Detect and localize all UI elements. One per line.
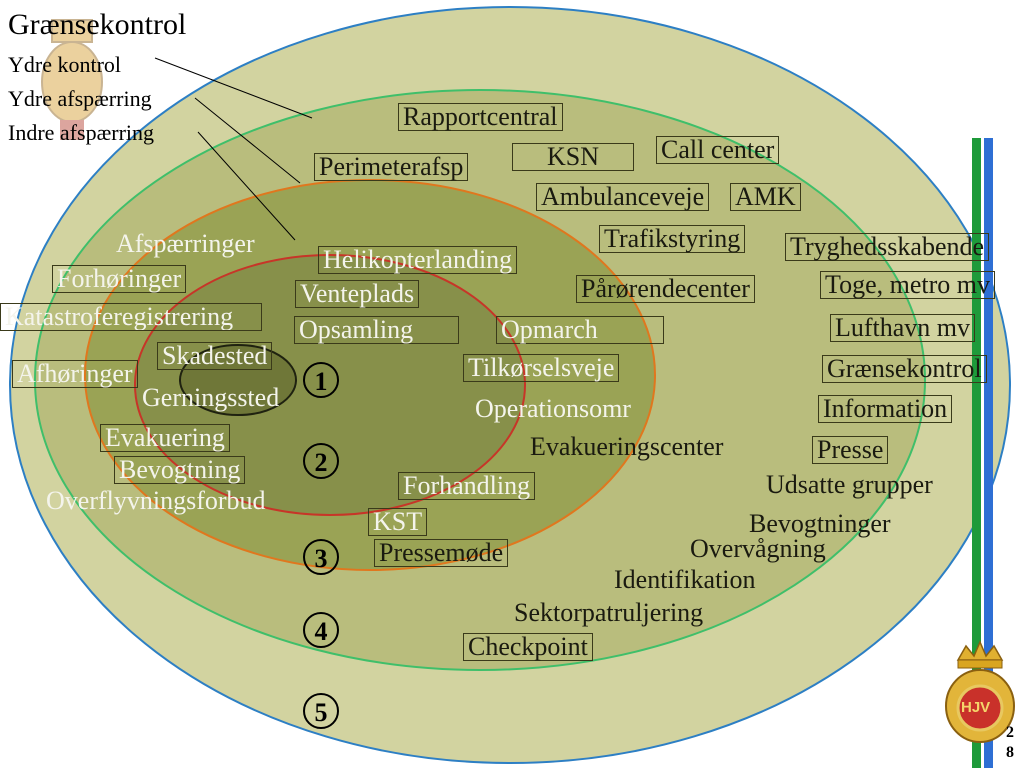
label-ksn: KSN: [512, 143, 634, 171]
label-identifikation: Identifikation: [614, 565, 756, 594]
label-pressemode: Pressemøde: [374, 539, 509, 567]
legend-title: Grænsekontrol: [8, 8, 187, 41]
label-perimeterafsp: Perimeterafsp: [314, 153, 469, 181]
legend-item-ydre-afsparring: Ydre afspærring: [8, 86, 152, 111]
label-amk: AMK: [730, 183, 801, 211]
label-parorendecenter: Pårørendecenter: [576, 275, 755, 303]
legend-leader-ydre-afsparring: [194, 97, 301, 184]
label-ambulanceveje: Ambulanceveje: [536, 183, 710, 211]
label-forhoringer: Forhøringer: [52, 265, 187, 293]
zone-number-4: 4: [303, 612, 339, 648]
label-operationsomr: Operationsomr: [475, 394, 631, 423]
legend-leader-indre-afsparring: [197, 131, 296, 241]
logo-text: HJV: [961, 699, 991, 716]
label-tilkorselsveje: Tilkørselsveje: [463, 354, 620, 382]
label-call-center: Call center: [656, 136, 780, 164]
label-katastroferegistrering: Katastroferegistrering: [0, 303, 262, 331]
label-toge-metro: Toge, metro mv: [820, 271, 995, 299]
label-sektorpatruljering: Sektorpatruljering: [514, 598, 704, 627]
label-overflyvningsforbud: Overflyvningsforbud: [46, 486, 266, 515]
label-information: Information: [818, 395, 953, 423]
label-checkpoint: Checkpoint: [463, 633, 593, 661]
label-opmarch: Opmarch: [496, 316, 664, 344]
label-trafikstyring: Trafikstyring: [599, 225, 746, 253]
zone-number-3: 3: [303, 539, 339, 575]
stripe-white: [981, 138, 984, 768]
label-venteplads: Venteplads: [295, 280, 420, 308]
zone-number-1: 1: [303, 362, 339, 398]
label-bevogtninger: Bevogtninger: [749, 509, 891, 538]
stripe-green: [972, 138, 981, 768]
label-afhoringer: Afhøringer: [12, 360, 138, 388]
label-tryghedsskabende: Tryghedsskabende: [785, 233, 990, 261]
zone-number-5: 5: [303, 693, 339, 729]
zone-number-2: 2: [303, 443, 339, 479]
label-lufthavn: Lufthavn mv: [830, 314, 976, 342]
label-forhandling: Forhandling: [398, 472, 536, 500]
label-gransekontrol: Grænsekontrol: [822, 355, 987, 383]
slide-number-digit-1: 2: [1006, 724, 1014, 741]
zone-1-ellipse: [179, 344, 297, 416]
legend-leader-ydre-kontrol: [154, 57, 313, 119]
label-evakueringscenter: Evakueringscenter: [530, 432, 724, 461]
label-bevogtning: Bevogtning: [114, 456, 246, 484]
label-evakuering: Evakuering: [100, 424, 230, 452]
label-presse: Presse: [812, 436, 889, 464]
label-skadested: Skadested: [157, 342, 273, 370]
stripe-blue: [984, 138, 993, 768]
slide-number-digit-2: 8: [1006, 744, 1014, 761]
label-gerningssted: Gerningssted: [142, 383, 280, 412]
label-rapportcentral: Rapportcentral: [398, 103, 563, 131]
label-helikopterlanding: Helikopterlanding: [318, 246, 518, 274]
legend-item-ydre-kontrol: Ydre kontrol: [8, 52, 122, 77]
label-kst: KST: [368, 508, 428, 536]
label-overvagning: Overvågning: [690, 534, 826, 563]
legend-item-indre-afsparring: Indre afspærring: [8, 120, 155, 145]
label-udsatte-grupper: Udsatte grupper: [766, 470, 933, 499]
label-afsparringer: Afspærringer: [116, 229, 255, 258]
label-opsamling: Opsamling: [294, 316, 459, 344]
